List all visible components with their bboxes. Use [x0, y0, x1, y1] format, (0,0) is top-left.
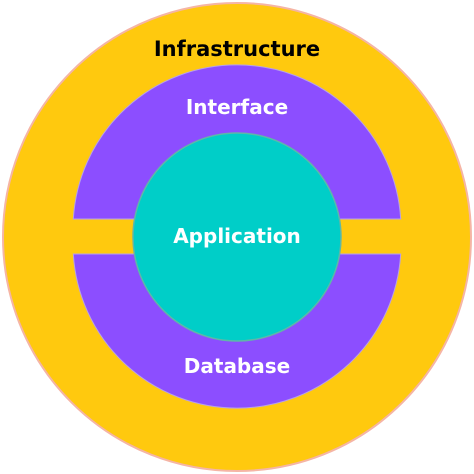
- database-label: Database: [184, 354, 290, 378]
- application-core: [132, 132, 342, 342]
- interface-label: Interface: [186, 95, 288, 119]
- infrastructure-label: Infrastructure: [154, 37, 320, 61]
- application-label: Application: [173, 224, 301, 248]
